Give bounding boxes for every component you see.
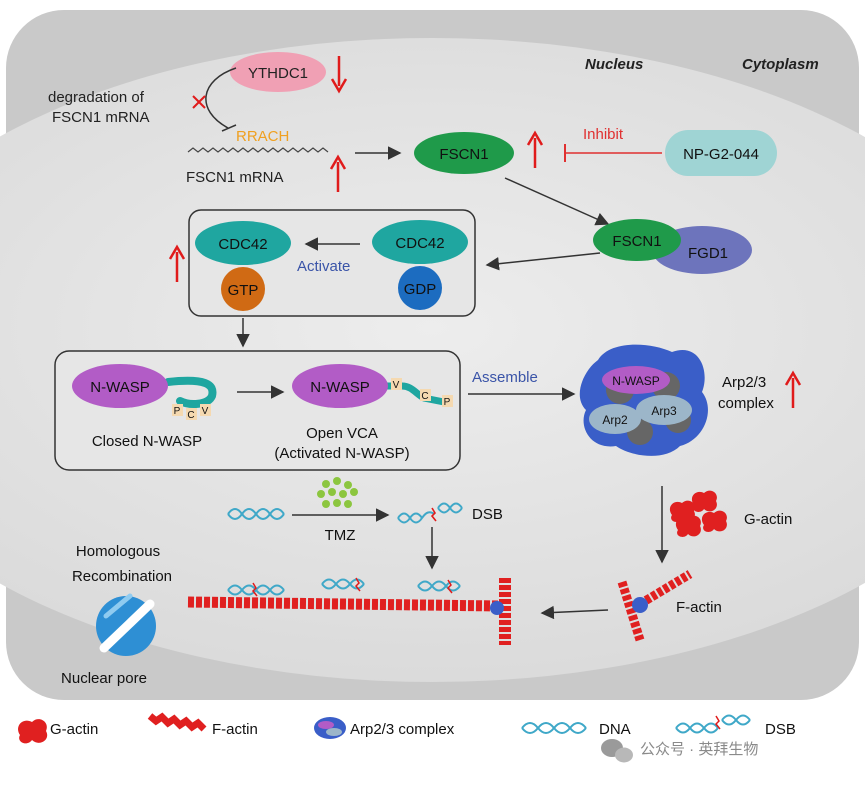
nucleus-label: Nucleus bbox=[585, 56, 643, 73]
activate-label: Activate bbox=[297, 258, 350, 275]
inhibit-label: Inhibit bbox=[583, 126, 624, 143]
svg-text:P: P bbox=[174, 406, 181, 417]
mrna-strand bbox=[187, 147, 329, 153]
tmz-dots-icon bbox=[317, 477, 358, 508]
open-nwasp-node: N-WASP V C P bbox=[292, 364, 453, 408]
tmz-label: TMZ bbox=[325, 527, 356, 544]
svg-text:FGD1: FGD1 bbox=[688, 245, 728, 262]
rrach-label: RRACH bbox=[236, 128, 289, 145]
legend-g-actin: G-actin bbox=[50, 721, 98, 738]
arp23-complex-icon bbox=[314, 717, 346, 739]
down-arrow-icon bbox=[330, 56, 348, 94]
dna-icon bbox=[227, 508, 285, 520]
ythdc1-node: YTHDC1 bbox=[230, 52, 326, 92]
closed-nwasp-node: N-WASP P C V bbox=[72, 364, 217, 421]
g-actin-icon bbox=[669, 490, 727, 537]
arp23-label-1: Arp2/3 bbox=[722, 374, 766, 391]
f-actin-label: F-actin bbox=[676, 599, 722, 616]
svg-text:YTHDC1: YTHDC1 bbox=[248, 65, 308, 82]
svg-text:P: P bbox=[444, 397, 451, 408]
svg-text:NP-G2-044: NP-G2-044 bbox=[683, 146, 759, 163]
x-mark-icon bbox=[192, 95, 206, 109]
up-arrow-icon bbox=[526, 130, 544, 168]
legend-dsb: DSB bbox=[765, 721, 796, 738]
wechat-icon bbox=[601, 739, 633, 763]
svg-text:Arp3: Arp3 bbox=[651, 404, 677, 418]
hr-label-2: Recombination bbox=[72, 568, 172, 585]
legend-dna: DNA bbox=[599, 721, 631, 738]
f-actin-icon bbox=[617, 570, 693, 642]
svg-text:C: C bbox=[421, 391, 428, 402]
svg-text:Arp2: Arp2 bbox=[602, 413, 628, 427]
cytoplasm-label: Cytoplasm bbox=[742, 56, 819, 73]
cdc42-gdp-node: CDC42 GDP bbox=[372, 220, 468, 310]
svg-text:N-WASP: N-WASP bbox=[310, 379, 369, 396]
up-arrow-icon bbox=[784, 370, 802, 408]
up-arrow-icon bbox=[329, 154, 347, 192]
arp23-complex-icon: N-WASP Arp2 Arp3 bbox=[579, 344, 708, 456]
legend-arp23: Arp2/3 complex bbox=[350, 721, 455, 738]
assemble-label: Assemble bbox=[472, 369, 538, 386]
svg-text:V: V bbox=[202, 406, 209, 417]
svg-text:GDP: GDP bbox=[404, 281, 437, 298]
legend: G-actin F-actin Arp2/3 complex DNA DSB bbox=[18, 712, 796, 744]
svg-text:CDC42: CDC42 bbox=[395, 235, 444, 252]
fscn1-mrna-label: FSCN1 mRNA bbox=[186, 169, 284, 186]
svg-text:CDC42: CDC42 bbox=[218, 236, 267, 253]
nuclear-pore-label: Nuclear pore bbox=[61, 670, 147, 687]
svg-text:V: V bbox=[393, 380, 400, 391]
g-actin-icon bbox=[18, 719, 48, 744]
watermark: 公众号 · 英拜生物 bbox=[640, 740, 758, 758]
fscn1-node: FSCN1 bbox=[414, 132, 514, 174]
degradation-label-2: FSCN1 mRNA bbox=[52, 109, 150, 126]
complex-to-cdc42-arrow bbox=[485, 252, 601, 271]
f-actin-filament bbox=[187, 577, 511, 645]
dna-icon bbox=[521, 722, 587, 734]
inhibit-edge bbox=[564, 144, 662, 162]
dsb-icon bbox=[675, 714, 751, 734]
degradation-label-1: degradation of bbox=[48, 89, 145, 106]
cdc42-gtp-node: CDC42 GTP bbox=[195, 221, 291, 311]
hr-label-1: Homologous bbox=[76, 543, 160, 560]
fscn1-to-complex-arrow bbox=[504, 177, 610, 226]
legend-f-actin: F-actin bbox=[212, 721, 258, 738]
nuclear-pore-icon bbox=[96, 593, 156, 656]
up-arrow-icon bbox=[168, 244, 186, 282]
svg-text:GTP: GTP bbox=[228, 282, 259, 299]
np-g2-044-node: NP-G2-044 bbox=[665, 130, 777, 176]
closed-nwasp-label: Closed N-WASP bbox=[92, 433, 202, 450]
fscn1-fgd1-complex: FSCN1 FGD1 bbox=[593, 219, 752, 274]
svg-text:FSCN1: FSCN1 bbox=[612, 233, 661, 250]
g-actin-label: G-actin bbox=[744, 511, 792, 528]
open-vca-label-2: (Activated N-WASP) bbox=[274, 445, 409, 462]
arp23-label-2: complex bbox=[718, 395, 774, 412]
dsb-icon bbox=[397, 502, 463, 524]
svg-text:FSCN1: FSCN1 bbox=[439, 146, 488, 163]
open-vca-label-1: Open VCA bbox=[306, 425, 378, 442]
svg-text:N-WASP: N-WASP bbox=[612, 374, 660, 388]
f-actin-icon bbox=[147, 712, 207, 732]
dsb-label: DSB bbox=[472, 506, 503, 523]
svg-text:N-WASP: N-WASP bbox=[90, 379, 149, 396]
svg-text:C: C bbox=[187, 410, 194, 421]
ythdc1-degradation-curve bbox=[205, 67, 237, 129]
